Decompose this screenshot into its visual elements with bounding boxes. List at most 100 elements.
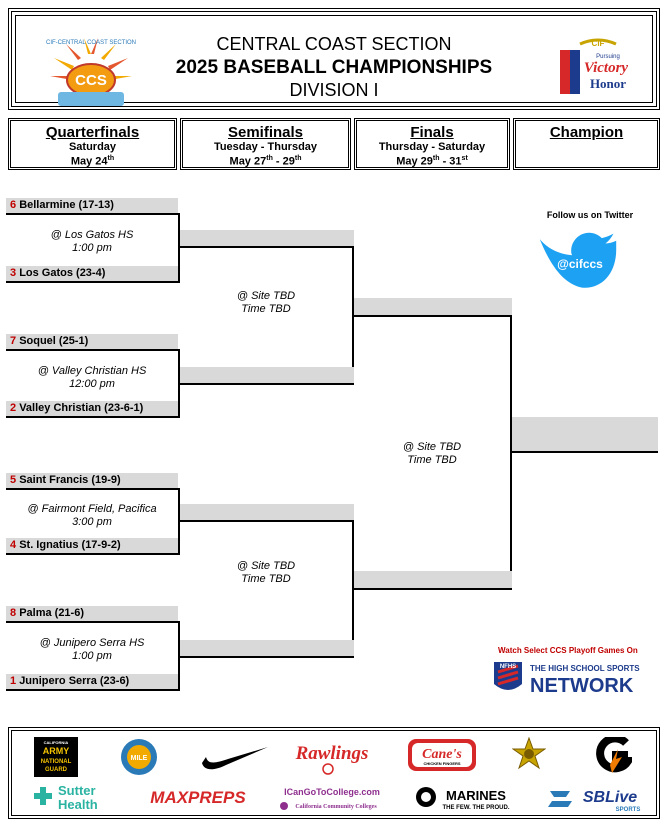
- bracket-line: [6, 281, 180, 283]
- cif-tagline-3: Honor: [590, 76, 626, 91]
- nfhs-line2: NETWORK: [530, 675, 634, 697]
- round-dates: May 27th - 29th: [229, 155, 302, 168]
- svg-text:MAXPREPS: MAXPREPS: [150, 788, 246, 807]
- team-seed: 8: [10, 607, 17, 619]
- nfhs-network-logo[interactable]: NFHS THE HIGH SCHOOL SPORTS NETWORK: [492, 658, 652, 698]
- bracket-line: [178, 213, 180, 283]
- svg-text:ARMY: ARMY: [43, 746, 70, 756]
- round-dates: May 24th: [70, 155, 115, 168]
- svg-text:MARINES: MARINES: [446, 788, 506, 803]
- team-slot: 8 Palma (21-6): [6, 606, 178, 621]
- nfhs-line1: THE HIGH SCHOOL SPORTS: [530, 664, 640, 673]
- cif-logo: CIF Pursuing Victory Honor: [560, 38, 628, 94]
- svg-text:NATIONAL: NATIONAL: [41, 759, 72, 765]
- team-seed: 3: [10, 267, 17, 279]
- nike-swoosh-icon[interactable]: [200, 743, 270, 773]
- svg-text:MILE: MILE: [131, 755, 148, 762]
- svg-text:SBLive: SBLive: [583, 789, 637, 806]
- bracket-line: [180, 656, 354, 658]
- icangotocollege-logo[interactable]: ICanGoToCollege.com California Community…: [274, 783, 390, 813]
- marines-logo[interactable]: MARINES THE FEW. THE PROUD.: [414, 781, 524, 815]
- round-days: Saturday: [68, 141, 117, 153]
- champion-slot: [512, 417, 658, 451]
- team-name: Junipero Serra (23-6): [19, 675, 130, 687]
- team-seed: 1: [10, 675, 17, 687]
- round-title: Champion: [549, 124, 624, 141]
- team-slot: 6 Bellarmine (17-13): [6, 198, 178, 213]
- twitter-handle: @cifccs: [557, 257, 603, 271]
- team-name: St. Ignatius (17-9-2): [19, 539, 121, 551]
- bracket-line: [180, 246, 354, 248]
- army-national-guard-logo[interactable]: CALIFORNIA ARMY NATIONAL GUARD: [34, 737, 78, 777]
- star-badge-icon[interactable]: [512, 737, 546, 773]
- section-title: CENTRAL COAST SECTION: [216, 34, 452, 54]
- rawlings-logo[interactable]: Rawlings: [292, 739, 372, 775]
- semifinal-slot: [180, 230, 354, 246]
- header-box: CENTRAL COAST SECTION 2025 BASEBALL CHAM…: [8, 8, 660, 110]
- gatorade-logo[interactable]: [596, 737, 632, 775]
- team-seed: 7: [10, 335, 17, 347]
- bracket-line: [6, 349, 180, 351]
- semifinal-slot: [180, 640, 354, 656]
- mile-logo[interactable]: MILE: [116, 737, 162, 777]
- svg-text:GUARD: GUARD: [45, 767, 68, 773]
- round-header-champion: Champion: [513, 118, 660, 170]
- maxpreps-logo[interactable]: MAXPREPS: [148, 783, 248, 811]
- sblive-logo[interactable]: SBLive SPORTS: [548, 783, 648, 813]
- svg-text:CALIFORNIA: CALIFORNIA: [44, 740, 69, 745]
- bracket-line: [180, 520, 354, 522]
- round-header-quarterfinals: Quarterfinals Saturday May 24th: [8, 118, 177, 170]
- bracket-line: [6, 213, 180, 215]
- team-seed: 6: [10, 199, 17, 211]
- bracket-line: [178, 349, 180, 417]
- svg-text:Rawlings: Rawlings: [295, 743, 369, 764]
- svg-text:California Community Colleges: California Community Colleges: [295, 804, 377, 810]
- bracket-line: [180, 383, 354, 385]
- semifinal-slot: [180, 367, 354, 383]
- team-seed: 4: [10, 539, 17, 551]
- cif-tagline-1: Pursuing: [596, 54, 620, 60]
- bracket-line: [178, 621, 180, 691]
- final-slot: [354, 298, 512, 315]
- round-days: Thursday - Saturday: [378, 141, 486, 153]
- bracket-line: [352, 246, 354, 384]
- round-title: Finals: [410, 124, 454, 141]
- bracket-line: [6, 416, 180, 418]
- twitter-icon[interactable]: @cifccs: [540, 230, 622, 298]
- ccs-logo: CCS CIF-CENTRAL COAST SECTION: [46, 38, 136, 106]
- team-name: Palma (21-6): [19, 607, 84, 619]
- team-slot: 1 Junipero Serra (23-6): [6, 674, 178, 689]
- ccs-logo-text: CCS: [75, 72, 107, 89]
- team-seed: 2: [10, 402, 17, 414]
- semifinal-slot: [180, 504, 354, 520]
- svg-text:Cane's: Cane's: [422, 747, 462, 762]
- round-title: Semifinals: [227, 124, 304, 141]
- cif-logo-text: CIF: [592, 39, 605, 48]
- team-slot: 5 Saint Francis (19-9): [6, 473, 178, 488]
- header-inner: CENTRAL COAST SECTION 2025 BASEBALL CHAM…: [15, 15, 653, 106]
- svg-text:ICanGoToCollege.com: ICanGoToCollege.com: [284, 787, 380, 797]
- round-header-finals: Finals Thursday - Saturday May 29th - 31…: [354, 118, 510, 170]
- canes-logo[interactable]: Cane's CHICKEN FINGERS: [406, 737, 478, 777]
- nfhs-badge: NFHS: [500, 664, 516, 670]
- bracket-line: [6, 488, 180, 490]
- sutter-health-logo[interactable]: Sutter Health: [32, 781, 116, 813]
- nfhs-watch-text: Watch Select CCS Playoff Games On: [498, 646, 638, 655]
- round-days: Tuesday - Thursday: [213, 141, 318, 153]
- round-header-semifinals: Semifinals Tuesday - Thursday May 27th -…: [180, 118, 351, 170]
- bracket-line: [178, 488, 180, 555]
- svg-text:THE FEW. THE PROUD.: THE FEW. THE PROUD.: [442, 805, 509, 811]
- team-slot: 2 Valley Christian (23-6-1): [6, 401, 178, 416]
- bracket-line: [352, 520, 354, 658]
- team-name: Bellarmine (17-13): [19, 199, 114, 211]
- team-name: Soquel (25-1): [19, 335, 89, 347]
- team-name: Saint Francis (19-9): [19, 474, 121, 486]
- round-dates: May 29th - 31st: [396, 155, 468, 168]
- team-slot: 7 Soquel (25-1): [6, 334, 178, 349]
- twitter-follow-text: Follow us on Twitter: [546, 210, 634, 220]
